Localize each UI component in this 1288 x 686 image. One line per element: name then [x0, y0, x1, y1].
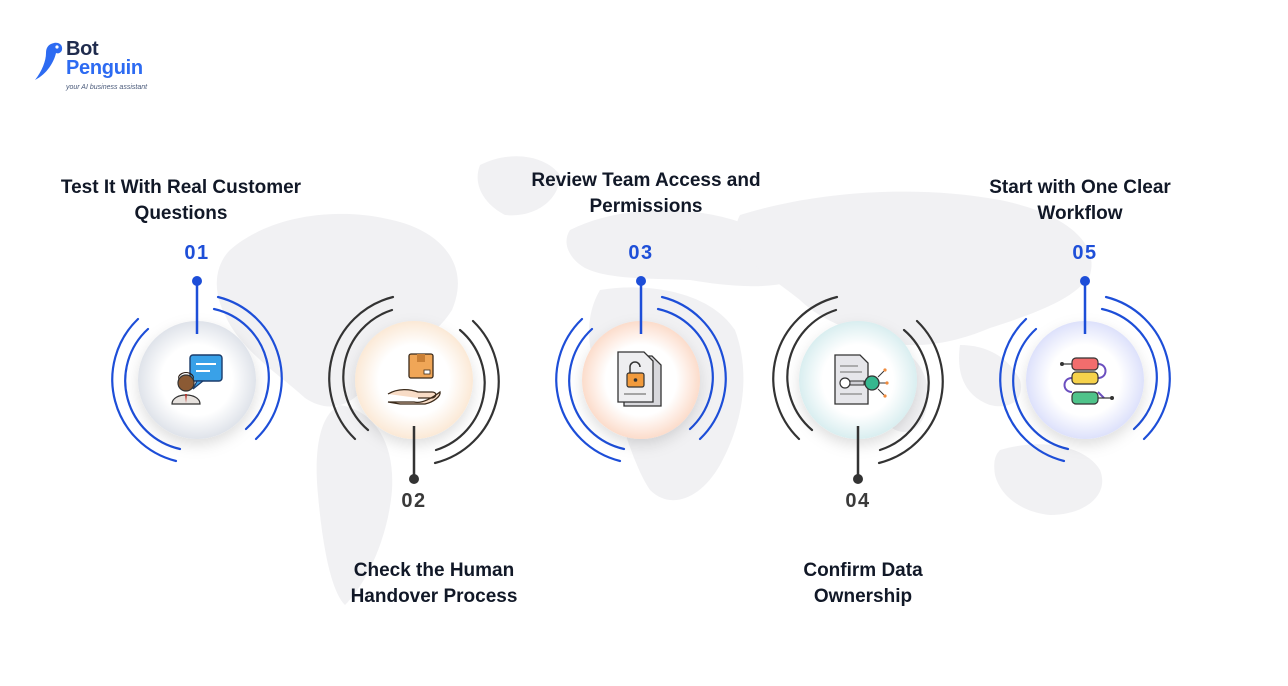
step-3-title: Review Team Access and Permissions [496, 168, 796, 220]
document-key-icon [834, 354, 889, 405]
step-1-title-line1: Test It With Real Customer [60, 177, 302, 198]
step-2-number: 02 [401, 490, 427, 512]
step-4-title: Confirm Data Ownership [713, 558, 1013, 610]
step-4-graphic [772, 295, 944, 484]
step-5-number: 05 [1072, 242, 1098, 264]
step-5-rings [999, 295, 1171, 463]
step-5-title-line1: Start with One Clear [989, 177, 1171, 198]
step-1-number: 01 [184, 242, 210, 264]
workflow-icon [1060, 357, 1114, 405]
step-2-title-line2: Handover Process [350, 586, 518, 607]
step-1-graphic [111, 276, 283, 463]
step-4-title-line2: Ownership [813, 586, 913, 607]
logo-tagline: your AI business assistant [66, 84, 148, 91]
unlocked-document-icon [617, 351, 662, 407]
step-1-connector-dot [192, 276, 202, 286]
hand-package-icon [387, 353, 441, 405]
step-4-connector-dot [853, 474, 863, 484]
step-3-connector-dot [636, 276, 646, 286]
step-4-title-line1: Confirm Data [803, 560, 923, 581]
step-4-rings [772, 295, 944, 465]
logo-text-bot: Bot [66, 38, 99, 60]
step-2-graphic [328, 295, 500, 484]
step-3-rings [555, 295, 727, 463]
step-4-number: 04 [845, 490, 871, 512]
customer-chat-icon [171, 354, 223, 405]
step-5-connector-dot [1080, 276, 1090, 286]
logo-text-penguin: Penguin [66, 57, 143, 79]
penguin-logo-icon [35, 42, 63, 80]
step-2-connector-dot [409, 474, 419, 484]
step-5-graphic [999, 276, 1171, 463]
step-3-graphic [555, 276, 727, 463]
step-2-circle [355, 321, 473, 439]
step-2-rings [328, 295, 500, 465]
step-1-title: Test It With Real Customer Questions [31, 175, 331, 227]
step-3-number: 03 [628, 242, 654, 264]
step-1-rings [111, 295, 283, 463]
step-5-title: Start with One Clear Workflow [930, 175, 1230, 227]
step-3-title-line2: Permissions [589, 196, 703, 217]
step-1-title-line2: Questions [134, 203, 228, 224]
step-2-title: Check the Human Handover Process [284, 558, 584, 610]
step-2-title-line1: Check the Human [353, 560, 515, 581]
step-3-title-line1: Review Team Access and [531, 170, 761, 191]
botpenguin-logo: Bot Penguin your AI business assistant [32, 38, 162, 98]
step-5-title-line2: Workflow [1037, 203, 1123, 224]
